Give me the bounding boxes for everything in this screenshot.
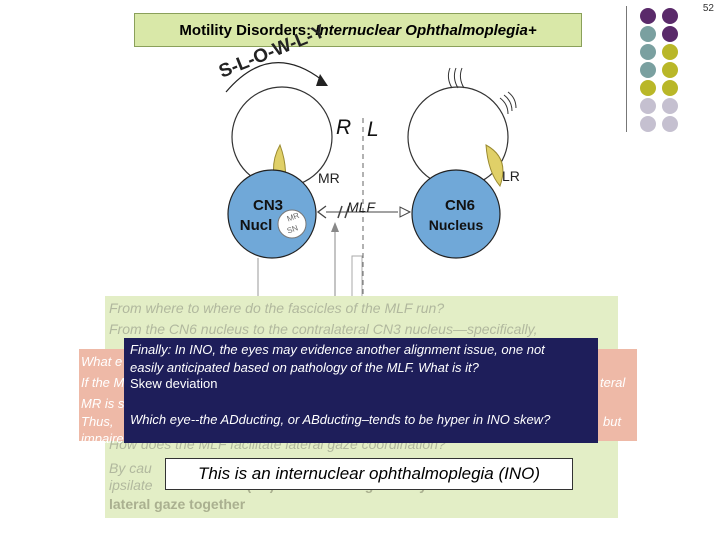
palette-dot: [640, 116, 656, 132]
salmon-line-5: impaire: [81, 431, 124, 446]
palette-dot: [640, 44, 656, 60]
lr-muscle: [485, 144, 504, 187]
pointer-arrow-icon: [331, 222, 339, 232]
motion-arc: [453, 67, 459, 89]
green-line-4-start: ipsilate: [109, 477, 153, 493]
cn6-label: CN6: [445, 197, 475, 214]
skew-question-box: Finally: In INO, the eyes may evidence a…: [124, 338, 598, 443]
skew-answer: Skew deviation: [130, 376, 218, 391]
palette-dot: [662, 80, 678, 96]
salmon-line-1: What e: [81, 354, 123, 369]
motion-arc: [507, 91, 517, 109]
palette-dot: [640, 80, 656, 96]
motion-arc: [499, 97, 509, 115]
skew-line-4: Which eye--the ADducting, or ABducting–t…: [130, 412, 551, 427]
mr-label: MR: [318, 170, 340, 186]
right-label: R: [336, 116, 351, 139]
green-line-3: By cau: [109, 460, 152, 476]
green-line-2: From the CN6 nucleus to the contralatera…: [109, 321, 538, 337]
mr-subnucleus-label: MR: [286, 211, 301, 224]
lr-label: LR: [502, 168, 520, 184]
palette-dot: [662, 26, 678, 42]
palette-dot: [640, 62, 656, 78]
palette-dot: [662, 44, 678, 60]
mlf-arrow-icon: [316, 205, 327, 219]
green-line-1: From where to where do the fascicles of …: [109, 300, 445, 316]
cn3-nucleus: [227, 169, 317, 259]
lesion-mark: [344, 205, 350, 219]
slide-title: Motility Disorders: Internuclear Ophthal…: [134, 13, 582, 47]
title-prefix: Motility Disorders:: [179, 21, 312, 39]
salmon-line-4: Thus,: [81, 414, 114, 429]
motion-arc: [447, 67, 453, 89]
palette-dot: [662, 98, 678, 114]
cn6-nucleus: [411, 169, 501, 259]
mr-subnucleus: [277, 209, 307, 239]
palette-dot: [662, 116, 678, 132]
palette-dot: [640, 98, 656, 114]
palette-dot: [640, 26, 656, 42]
cn6-nucleus-label: Nucleus: [429, 217, 484, 233]
palette-dot: [662, 8, 678, 24]
palette-dot: [640, 8, 656, 24]
motion-arc: [503, 94, 513, 112]
page-number: 52: [702, 3, 714, 14]
vertical-divider: [626, 6, 627, 132]
left-label: L: [367, 118, 379, 141]
skew-line-2: easily anticipated based on pathology of…: [130, 360, 479, 375]
green-line-5: lateral gaze together: [109, 496, 246, 512]
motion-arc: [459, 67, 465, 89]
cn3-nucleus-label: Nucl: [240, 217, 273, 234]
ino-banner: This is an internuclear ophthalmoplegia …: [165, 458, 573, 490]
salmon-line-3: MR is s: [81, 396, 125, 411]
lesion-mark: [337, 205, 343, 219]
mlf-origin-icon: [399, 206, 412, 218]
slowly-arc: [225, 62, 323, 93]
skew-line-1: Finally: In INO, the eyes may evidence a…: [130, 342, 545, 357]
cn3-label: CN3: [253, 197, 283, 214]
salmon-line-2-right: teral: [600, 375, 626, 390]
palette-dot: [662, 62, 678, 78]
pointer-line: [351, 255, 363, 305]
salmon-line-2: If the M: [81, 375, 125, 390]
salmon-line-4-right: but: [603, 414, 622, 429]
arrowhead-icon: [316, 74, 328, 86]
title-italic: Internuclear Ophthalmoplegia+: [315, 21, 537, 39]
mlf-label: MLF: [347, 199, 376, 215]
sn-subnucleus-label: SN: [286, 223, 300, 235]
